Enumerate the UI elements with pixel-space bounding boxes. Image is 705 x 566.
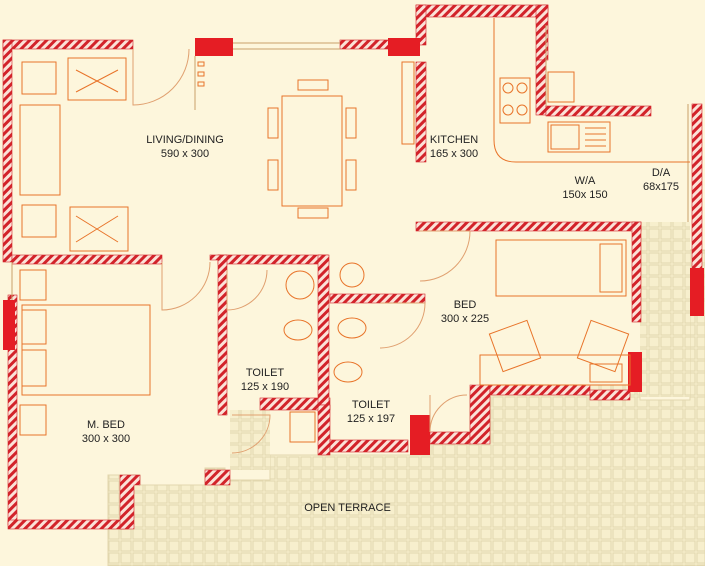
mbed-label: M. BED 300 x 300 (66, 418, 146, 446)
doors (132, 48, 471, 454)
furniture (19, 18, 690, 443)
wa-size: 150x 150 (562, 189, 608, 201)
columns (3, 38, 704, 455)
kitchen-label: KITCHEN 165 x 300 (420, 133, 488, 161)
bed-size: 300 x 225 (440, 313, 490, 325)
da-size: 68x175 (642, 181, 680, 193)
wa-name: W/A (574, 175, 596, 187)
side-terrace-floor (230, 222, 690, 470)
toilet1-size: 125 x 190 (240, 381, 290, 393)
kitchen-size: 165 x 300 (429, 148, 479, 160)
toilet1-name: TOILET (245, 367, 285, 379)
terrace-label: OPEN TERRACE (290, 501, 405, 515)
mbed-size: 300 x 300 (81, 433, 131, 445)
living-dining-name: LIVING/DINING (146, 134, 224, 146)
toilet1-label: TOILET 125 x 190 (230, 366, 300, 394)
toilet2-size: 125 x 197 (346, 413, 396, 425)
da-label: D/A 68x175 (630, 166, 692, 194)
wa-label: W/A 150x 150 (545, 174, 625, 202)
bed-name: BED (453, 299, 477, 311)
terrace-name: OPEN TERRACE (304, 502, 391, 514)
living-dining-label: LIVING/DINING 590 x 300 (130, 133, 240, 161)
toilet2-label: TOILET 125 x 197 (336, 398, 406, 426)
living-dining-size: 590 x 300 (160, 148, 210, 160)
kitchen-name: KITCHEN (429, 134, 479, 146)
mbed-name: M. BED (87, 419, 125, 431)
da-name: D/A (651, 167, 671, 179)
toilet2-name: TOILET (351, 399, 391, 411)
windows (11, 25, 689, 300)
wall-switches (197, 61, 205, 87)
bed-label: BED 300 x 225 (425, 298, 505, 326)
